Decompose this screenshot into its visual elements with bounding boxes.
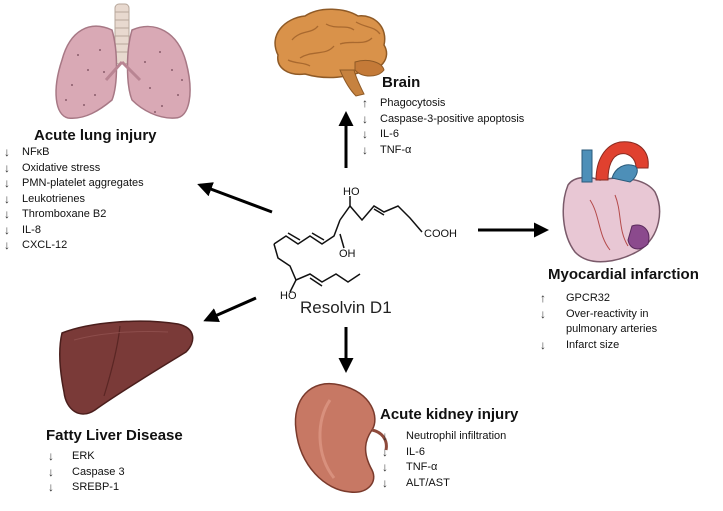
direction-arrow-icon: ↓ xyxy=(382,475,388,490)
list-item: ↓TNF-α xyxy=(382,460,438,474)
brain-effects-list: ↑Phagocytosis ↓Caspase-3-positive apopto… xyxy=(362,96,524,158)
list-item: ↑Phagocytosis xyxy=(362,96,446,110)
direction-arrow-icon: ↓ xyxy=(4,191,10,206)
list-item: ↓Infarct size xyxy=(540,337,620,352)
effect-arrows xyxy=(197,111,549,373)
direction-arrow-icon: ↓ xyxy=(4,222,10,237)
direction-arrow-icon: ↓ xyxy=(382,429,388,443)
direction-arrow-icon: ↓ xyxy=(4,238,10,252)
compound-name: Resolvin D1 xyxy=(300,298,392,317)
list-item: ↓SREBP-1 xyxy=(48,480,120,494)
list-item: ↓Thromboxane B2 xyxy=(4,207,107,221)
direction-arrow-icon: ↓ xyxy=(4,176,10,190)
liver-effects-list: ↓ERK ↓Caspase 3 ↓SREBP-1 xyxy=(48,449,125,496)
direction-arrow-icon: ↓ xyxy=(48,480,54,494)
direction-arrow-icon: ↓ xyxy=(362,142,368,157)
direction-arrow-icon: ↓ xyxy=(4,207,10,221)
direction-arrow-icon: ↑ xyxy=(362,96,368,110)
hydroxyl-label-middle: OH xyxy=(339,248,356,260)
list-item: ↓TNF-α xyxy=(362,142,412,157)
direction-arrow-icon: ↓ xyxy=(4,145,10,159)
kidney-icon xyxy=(294,382,388,493)
direction-arrow-icon: ↓ xyxy=(382,444,388,459)
resolvin-d1-structure xyxy=(273,196,423,293)
liver-title: Fatty Liver Disease xyxy=(46,427,183,444)
direction-arrow-icon: ↓ xyxy=(4,160,10,175)
list-item: pulmonary arteries xyxy=(566,323,658,335)
list-item: ↓Leukotrienes xyxy=(4,191,85,206)
direction-arrow-icon: ↓ xyxy=(48,464,54,479)
direction-arrow-icon: ↓ xyxy=(382,460,388,474)
infarct-region-shape xyxy=(627,224,650,250)
vena-cava-shape xyxy=(581,149,593,183)
list-item: ↓Neutrophil infiltration xyxy=(382,429,507,443)
kidney-title: Acute kidney injury xyxy=(380,406,519,423)
list-item: ↓Caspase-3-positive apoptosis xyxy=(362,111,525,126)
list-item: ↓ERK xyxy=(48,449,95,463)
arrow-to-liver xyxy=(203,296,257,323)
list-item: ↓NFκB xyxy=(4,145,50,159)
direction-arrow-icon: ↑ xyxy=(540,291,546,305)
list-item: ↑GPCR32 xyxy=(540,291,611,305)
brain-shape xyxy=(274,8,388,79)
cerebellum-shape xyxy=(354,59,385,77)
list-item: ↓IL-8 xyxy=(4,222,41,237)
direction-arrow-icon: ↓ xyxy=(362,111,368,126)
liver-shape xyxy=(59,320,194,415)
list-item: ↓ALT/AST xyxy=(382,475,450,490)
hydroxyl-label-bottom: HO xyxy=(280,290,297,302)
pulmonary-artery-shape xyxy=(611,164,638,183)
arrow-to-lung xyxy=(197,182,273,214)
trachea-shape xyxy=(114,3,130,65)
direction-arrow-icon: ↓ xyxy=(362,127,368,141)
list-item: ↓Oxidative stress xyxy=(4,160,101,175)
list-item: ↓Caspase 3 xyxy=(48,464,125,479)
brain-title: Brain xyxy=(382,74,421,91)
carboxyl-label: COOH xyxy=(424,228,457,240)
lung-title: Acute lung injury xyxy=(34,127,157,144)
list-item: ↓IL-6 xyxy=(382,444,425,459)
left-lung-shape xyxy=(55,25,118,119)
lungs-icon xyxy=(55,3,191,119)
right-lung-shape xyxy=(126,25,191,119)
list-item: ↓Over-reactivity in xyxy=(540,306,649,321)
hydroxyl-label-top: HO xyxy=(343,186,360,198)
kidney-effects-list: ↓Neutrophil infiltration ↓IL-6 ↓TNF-α ↓A… xyxy=(382,429,506,491)
lung-effects-list: ↓NFκB ↓Oxidative stress ↓PMN-platelet ag… xyxy=(4,145,144,254)
list-item: ↓PMN-platelet aggregates xyxy=(4,176,144,190)
direction-arrow-icon: ↓ xyxy=(48,449,54,463)
kidney-shape xyxy=(294,382,376,493)
heart-icon xyxy=(562,141,661,263)
list-item: ↓CXCL-12 xyxy=(4,238,68,252)
direction-arrow-icon: ↓ xyxy=(540,306,546,321)
direction-arrow-icon: ↓ xyxy=(540,337,546,352)
heart-effects-list: ↑GPCR32 ↓Over-reactivity in pulmonary ar… xyxy=(540,291,657,353)
heart-title: Myocardial infarction xyxy=(548,266,699,283)
heart-body-shape xyxy=(562,176,661,263)
list-item: ↓IL-6 xyxy=(362,127,399,141)
brain-icon xyxy=(274,8,388,97)
liver-icon xyxy=(59,320,194,415)
brainstem-shape xyxy=(339,69,365,97)
